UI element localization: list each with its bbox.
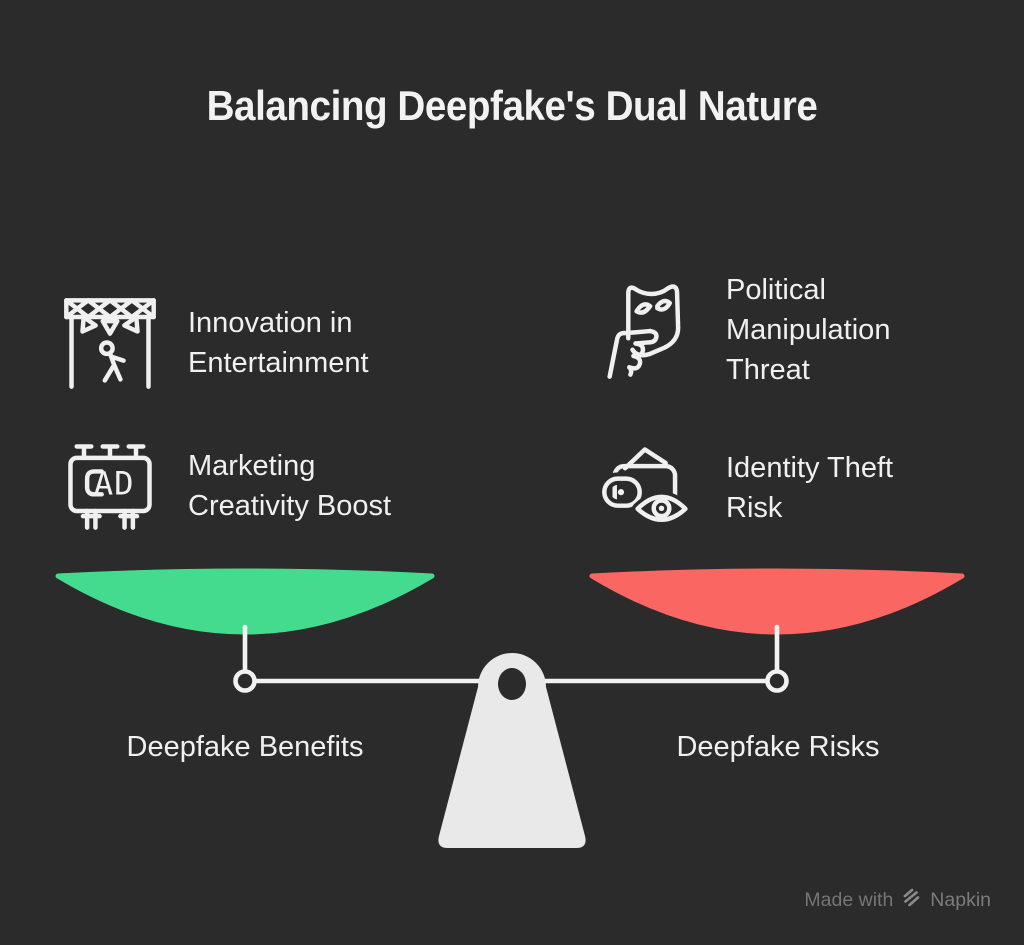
fulcrum-hole bbox=[498, 668, 526, 700]
item-line: Manipulation bbox=[726, 314, 891, 346]
benefit-item-entertainment: Innovation in Entertainment bbox=[58, 291, 369, 395]
ad-billboard-icon: AD bbox=[58, 434, 162, 538]
item-line: Political bbox=[726, 274, 826, 306]
item-line: Identity Theft bbox=[726, 452, 894, 484]
risk-item-identity: Identity Theft Risk bbox=[596, 436, 893, 540]
item-label: Innovation in Entertainment bbox=[188, 303, 369, 383]
watermark-prefix: Made with bbox=[804, 889, 894, 911]
benefits-pan bbox=[55, 568, 435, 635]
item-label: Political Manipulation Threat bbox=[726, 270, 890, 390]
item-line: Risk bbox=[726, 492, 783, 524]
napkin-logo-icon bbox=[901, 887, 922, 914]
fulcrum bbox=[438, 653, 586, 848]
benefits-label: Deepfake Benefits bbox=[126, 731, 364, 763]
page-title: Balancing Deepfake's Dual Nature bbox=[206, 82, 818, 129]
risk-item-political: Political Manipulation Threat bbox=[596, 270, 890, 390]
item-line: Entertainment bbox=[188, 347, 369, 379]
mask-hand-icon bbox=[596, 278, 700, 382]
wallet-eye-icon bbox=[596, 436, 700, 540]
watermark-brand: Napkin bbox=[930, 889, 991, 911]
watermark: Made with Napkin bbox=[804, 887, 991, 914]
risks-pan bbox=[589, 568, 965, 635]
item-line: Innovation in bbox=[188, 307, 353, 339]
benefit-item-marketing: AD Marketing Creativity Boost bbox=[58, 434, 391, 538]
item-line: Threat bbox=[726, 354, 810, 386]
item-label: Identity Theft Risk bbox=[726, 448, 893, 528]
stage-performer-icon bbox=[58, 291, 162, 395]
item-line: Marketing bbox=[188, 450, 316, 482]
item-line: Creativity Boost bbox=[188, 490, 392, 522]
billboard-ad-text: AD bbox=[94, 464, 135, 502]
risks-label: Deepfake Risks bbox=[676, 731, 880, 763]
item-label: Marketing Creativity Boost bbox=[188, 446, 391, 526]
